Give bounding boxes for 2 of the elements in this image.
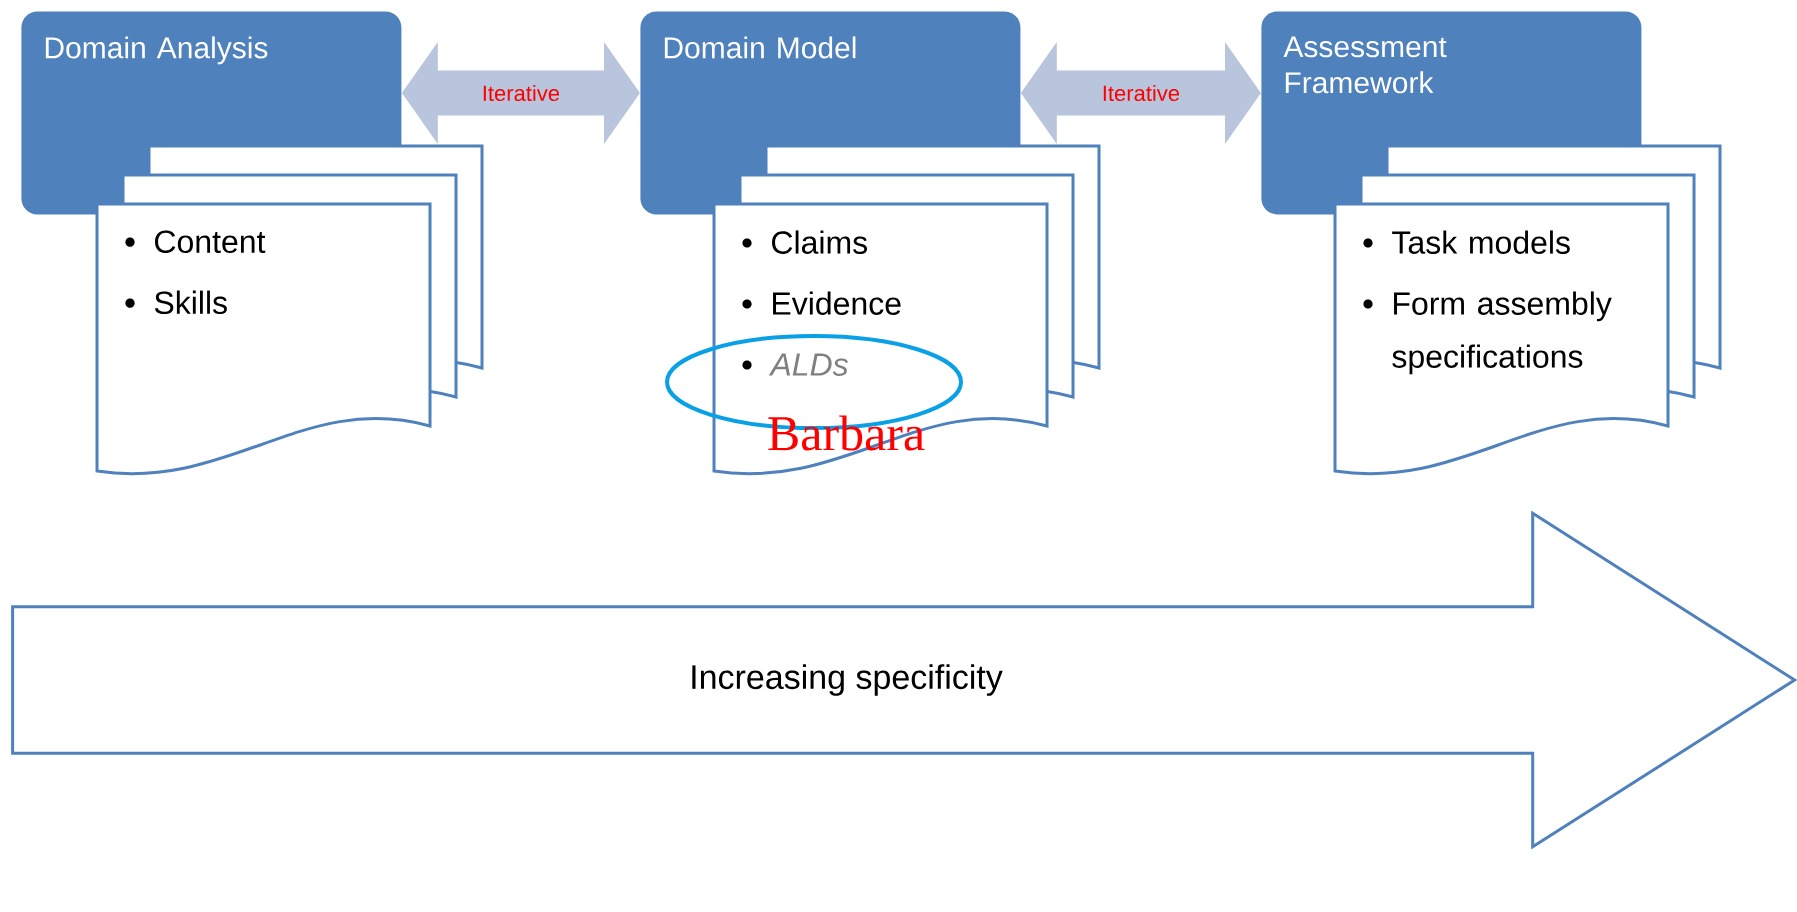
document-stack: Task models Form assembly specifications [1333, 144, 1722, 476]
document-stack: Content Skills [95, 144, 484, 476]
